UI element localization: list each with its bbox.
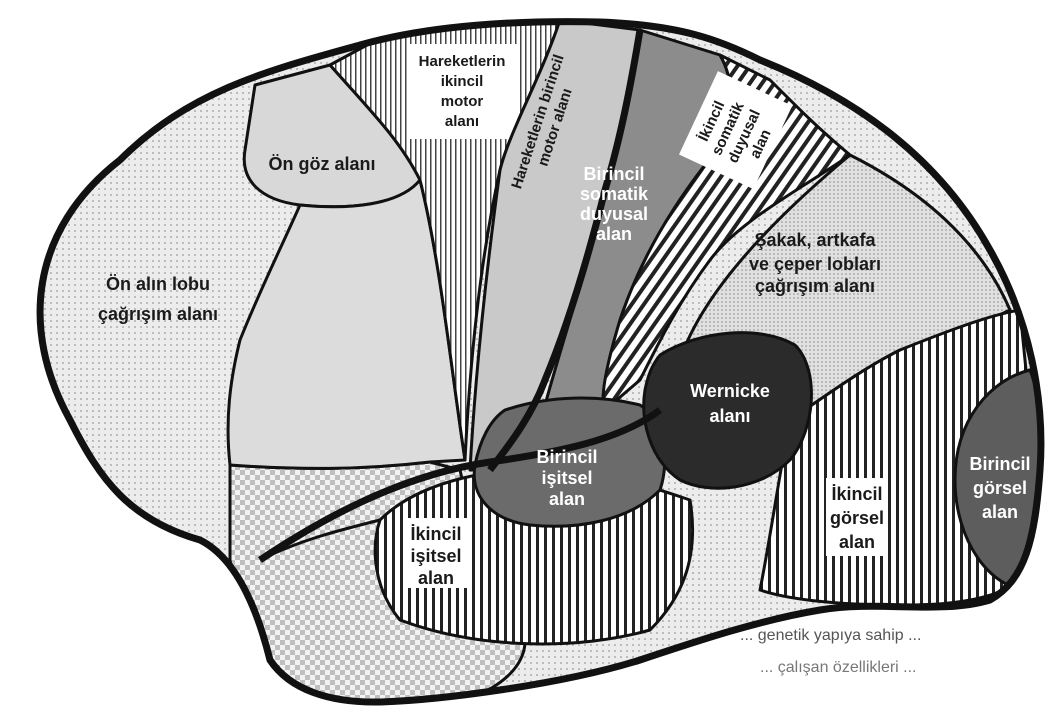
label-line: Birincil bbox=[583, 164, 644, 184]
label-line: alanı bbox=[445, 113, 479, 130]
label-line: ikincil bbox=[441, 73, 484, 90]
label-line: İkincil bbox=[410, 524, 461, 544]
label-line: Birincil bbox=[536, 447, 597, 467]
label-line: Şakak, artkafa bbox=[754, 230, 876, 250]
label-line: Birincil bbox=[969, 454, 1030, 474]
label-line: Ön alın lobu bbox=[106, 274, 210, 294]
label-line: işitsel bbox=[410, 546, 461, 566]
label-association-tpo: Şakak, artkafa ve çeper lobları çağrışım… bbox=[749, 230, 881, 296]
label-line: alan bbox=[549, 489, 585, 509]
label-line: görsel bbox=[830, 508, 884, 528]
label-frontal-eye-field: Ön göz alanı bbox=[268, 154, 375, 174]
label-line: Ön göz alanı bbox=[268, 154, 375, 174]
label-line: İkincil bbox=[831, 484, 882, 504]
label-secondary-auditory: İkincil işitsel alan bbox=[410, 524, 461, 588]
label-line: duyusal bbox=[580, 204, 648, 224]
label-line: Hareketlerin bbox=[419, 53, 506, 70]
label-line: ve çeper lobları bbox=[749, 254, 881, 274]
label-line: işitsel bbox=[541, 468, 592, 488]
label-line: çağrışım alanı bbox=[98, 304, 218, 324]
label-line: Wernicke bbox=[690, 381, 770, 401]
label-line: çağrışım alanı bbox=[755, 276, 875, 296]
label-line: görsel bbox=[973, 478, 1027, 498]
label-line: alanı bbox=[709, 406, 750, 426]
label-line: motor bbox=[441, 93, 484, 110]
label-line: alan bbox=[418, 568, 454, 588]
label-line: alan bbox=[839, 532, 875, 552]
background-text-2: ... çalışan özellikleri ... bbox=[760, 659, 917, 676]
label-line: somatik bbox=[580, 184, 649, 204]
label-line: alan bbox=[982, 502, 1018, 522]
background-text-1: ... genetik yapıya sahip ... bbox=[740, 627, 921, 644]
label-line: alan bbox=[596, 224, 632, 244]
